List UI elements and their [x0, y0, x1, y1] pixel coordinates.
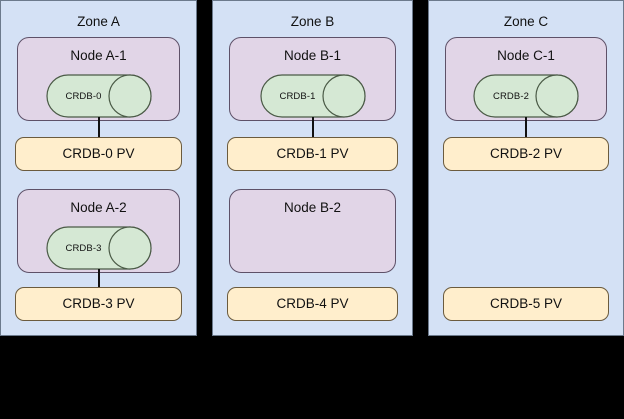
pv-connector-crdb-0 — [97, 117, 100, 137]
node-box-a-1[interactable]: Node A-1 CRDB-0 — [17, 37, 180, 121]
pv-box-crdb-4[interactable]: CRDB-4 PV — [227, 287, 398, 321]
zone-title-c: Zone C — [503, 14, 549, 29]
database-label-crdb-3: CRDB-3 — [65, 242, 102, 254]
pv-box-crdb-5[interactable]: CRDB-5 PV — [443, 287, 609, 321]
zone-title-b: Zone B — [290, 14, 335, 29]
pv-connector-crdb-1 — [311, 117, 314, 137]
pv-box-crdb-0[interactable]: CRDB-0 PV — [15, 137, 182, 171]
node-box-a-2[interactable]: Node A-2 CRDB-3 — [17, 189, 180, 273]
database-cylinder-crdb-0[interactable]: CRDB-0 — [45, 74, 152, 118]
database-cylinder-crdb-3[interactable]: CRDB-3 — [45, 226, 152, 270]
database-cylinder-crdb-2[interactable]: CRDB-2 — [473, 74, 579, 118]
database-label-crdb-2: CRDB-2 — [493, 90, 529, 102]
zone-container-b[interactable]: Zone B Node B-1 CRDB-1 CRDB-1 PV Node B-… — [212, 0, 413, 336]
node-label-c-1: Node C-1 — [497, 48, 555, 63]
pv-box-crdb-3[interactable]: CRDB-3 PV — [15, 287, 182, 321]
node-box-b-2[interactable]: Node B-2 — [229, 189, 396, 273]
pv-box-crdb-2[interactable]: CRDB-2 PV — [443, 137, 609, 171]
pv-connector-crdb-2 — [525, 117, 527, 137]
database-cylinder-crdb-1[interactable]: CRDB-1 — [259, 74, 366, 118]
node-label-b-1: Node B-1 — [283, 48, 342, 63]
node-label-a-2: Node A-2 — [70, 200, 127, 215]
pv-box-crdb-1[interactable]: CRDB-1 PV — [227, 137, 398, 171]
node-label-b-2: Node B-2 — [283, 200, 342, 215]
database-label-crdb-0: CRDB-0 — [65, 90, 102, 102]
zone-container-a[interactable]: Zone A Node A-1 CRDB-0 CRDB-0 PV Node A-… — [0, 0, 197, 336]
node-label-a-1: Node A-1 — [70, 48, 127, 63]
zone-container-c[interactable]: Zone C Node C-1 CRDB-2 CRDB-2 PV CRDB-5 … — [428, 0, 624, 336]
database-label-crdb-1: CRDB-1 — [279, 90, 316, 102]
pv-connector-crdb-3 — [97, 269, 100, 287]
zone-title-a: Zone A — [77, 14, 120, 29]
node-box-c-1[interactable]: Node C-1 CRDB-2 — [445, 37, 607, 121]
node-box-b-1[interactable]: Node B-1 CRDB-1 — [229, 37, 396, 121]
